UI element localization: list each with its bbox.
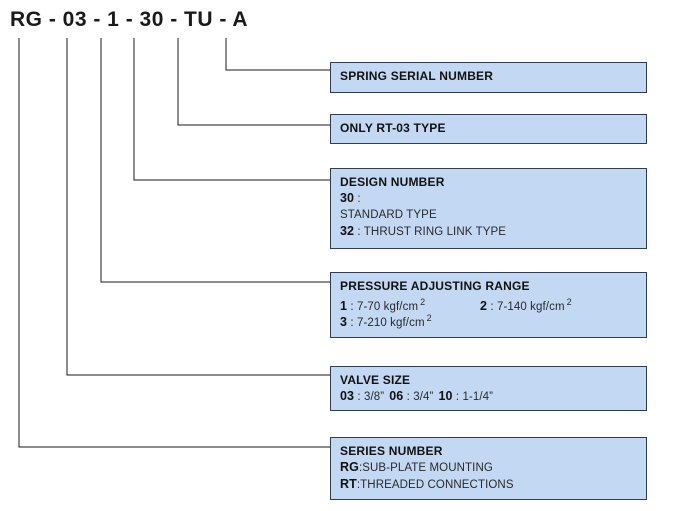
series-option-rt: RT:THREADED CONNECTIONS xyxy=(340,476,646,493)
unit-exponent: 2 xyxy=(420,297,426,307)
option-key: 30 xyxy=(340,191,355,205)
option-key: 06 xyxy=(389,389,404,403)
option-key: RT xyxy=(340,477,357,491)
unit-exponent: 2 xyxy=(426,313,432,323)
callout-pressure-adjusting-range: PRESSURE ADJUSTING RANGE 1 : 7-70 kgf/cm… xyxy=(330,272,647,338)
option-key: RG xyxy=(340,460,359,474)
callout-title: SPRING SERIAL NUMBER xyxy=(340,69,494,83)
option-value: 1-1/4” xyxy=(462,391,494,403)
leader-line-design-number xyxy=(133,38,330,181)
leader-line-pressure xyxy=(100,38,330,283)
callout-only-rt-03-type: ONLY RT-03 TYPE xyxy=(330,114,647,144)
option-key: 3 xyxy=(340,314,348,329)
option-key: 10 xyxy=(438,389,453,403)
option-sep: : xyxy=(356,479,361,491)
callout-title: PRESSURE ADJUSTING RANGE xyxy=(340,279,530,293)
unit-exponent: 2 xyxy=(566,297,572,307)
option-sep: : xyxy=(452,391,463,403)
callout-spring-serial-number: SPRING SERIAL NUMBER xyxy=(330,62,647,93)
option-value: 7-140 kgf/cm xyxy=(496,300,565,313)
callout-title: DESIGN NUMBER xyxy=(340,175,445,189)
design-option-30-desc: STANDARD TYPE xyxy=(340,207,646,223)
callout-series-number: SERIES NUMBER RG:SUB-PLATE MOUNTING RT:T… xyxy=(330,437,647,500)
callout-title: SERIES NUMBER xyxy=(340,444,443,458)
design-option-32: 32 : THRUST RING LINK TYPE xyxy=(340,223,646,240)
option-sep: : xyxy=(354,193,361,205)
leader-line-valve-size xyxy=(66,38,330,376)
callout-valve-size: VALVE SIZE 03 : 3/8” 06 : 3/4” 10 : 1-1/4” xyxy=(330,366,647,411)
leader-line-only-rt03 xyxy=(177,38,330,126)
option-sep: : xyxy=(358,462,363,474)
option-value: 3/4” xyxy=(413,391,434,403)
option-key: 32 xyxy=(340,224,355,238)
option-value: 7-70 kgf/cm xyxy=(356,300,419,313)
option-value: THREADED CONNECTIONS xyxy=(360,479,514,491)
valve-size-03: 03 : 3/8” xyxy=(340,389,385,403)
valve-size-list: 03 : 3/8” 06 : 3/4” 10 : 1-1/4” xyxy=(340,388,646,405)
option-sep: : xyxy=(354,226,364,238)
option-value: SUB-PLATE MOUNTING xyxy=(362,462,493,474)
option-sep: : xyxy=(487,300,497,313)
option-sep: : xyxy=(347,316,357,329)
valve-size-10: 10 : 1-1/4” xyxy=(438,389,494,403)
option-sep: : xyxy=(403,391,414,403)
design-option-30: 30 : xyxy=(340,190,646,207)
option-value: 7-210 kgf/cm xyxy=(356,316,425,329)
option-key: 03 xyxy=(340,389,355,403)
callout-title: ONLY RT-03 TYPE xyxy=(340,121,446,135)
option-value: 3/8” xyxy=(364,391,385,403)
callout-design-number: DESIGN NUMBER 30 : STANDARD TYPE 32 : TH… xyxy=(330,168,647,249)
leader-line-series-number xyxy=(18,38,330,448)
valve-size-06: 06 : 3/4” xyxy=(389,389,434,403)
callout-title: VALVE SIZE xyxy=(340,373,411,387)
leader-line-spring-serial xyxy=(225,38,330,71)
option-key: 1 xyxy=(340,298,348,313)
product-code-header: RG - 03 - 1 - 30 - TU - A xyxy=(10,8,249,31)
option-value: STANDARD TYPE xyxy=(340,209,437,221)
option-key: 2 xyxy=(480,298,488,313)
option-sep: : xyxy=(347,300,357,313)
option-sep: : xyxy=(354,391,364,403)
series-option-rg: RG:SUB-PLATE MOUNTING xyxy=(340,459,646,476)
option-value: THRUST RING LINK TYPE xyxy=(363,226,507,238)
